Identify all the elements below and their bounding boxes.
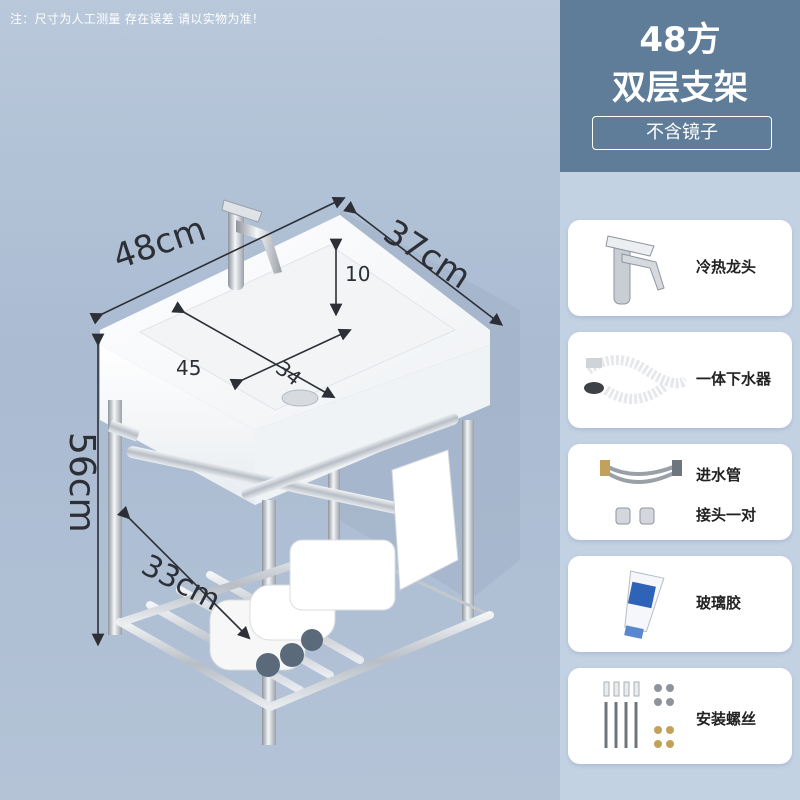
dimension-basin-depth: 10	[345, 262, 371, 286]
glue-tube-icon	[624, 570, 665, 639]
dimension-inner-length: 45	[176, 356, 202, 380]
faucet-icon	[605, 235, 665, 305]
accessory-label-connectors: 接头一对	[696, 506, 757, 524]
screws-icon	[603, 681, 674, 748]
accessory-card-faucet: 冷热龙头	[568, 220, 792, 316]
accessory-label-drain: 一体下水器	[696, 370, 772, 388]
spec-header: 48方 双层支架 不含镜子	[560, 0, 800, 172]
hanging-towel	[391, 449, 459, 591]
drain-hose-icon	[584, 355, 686, 404]
dimension-lines	[89, 196, 504, 647]
dimension-height: 56cm	[61, 432, 102, 533]
accessory-card-inlet: 进水管 接头一对	[568, 444, 792, 540]
rolled-towels	[209, 539, 396, 677]
model-size-title: 48方	[639, 20, 721, 60]
spec-panel: 48方 双层支架 不含镜子 冷热龙头 一体下水器	[560, 0, 800, 800]
sink-illustration	[89, 196, 504, 745]
accessory-card-screws: 安装螺丝	[568, 668, 792, 764]
inlet-hose-icon	[600, 460, 682, 525]
accessory-label-screws: 安装螺丝	[696, 710, 757, 728]
accessory-label-glue: 玻璃胶	[696, 594, 742, 612]
measurement-notice: 注：尺寸为人工测量 存在误差 请以实物为准！	[10, 12, 265, 26]
towel-bar-side	[241, 413, 459, 500]
accessory-label-inlet: 进水管	[696, 466, 742, 484]
accessory-label-faucet: 冷热龙头	[696, 258, 757, 276]
frame-joint	[107, 420, 141, 442]
rear-leg-right	[462, 420, 474, 620]
drain-icon	[281, 389, 319, 407]
model-type-title: 双层支架	[612, 68, 748, 108]
folded-towels	[289, 539, 396, 611]
mirror-excluded-badge: 不含镜子	[592, 116, 772, 150]
accessory-card-glue: 玻璃胶	[568, 556, 792, 652]
accessory-card-drain: 一体下水器	[568, 332, 792, 428]
